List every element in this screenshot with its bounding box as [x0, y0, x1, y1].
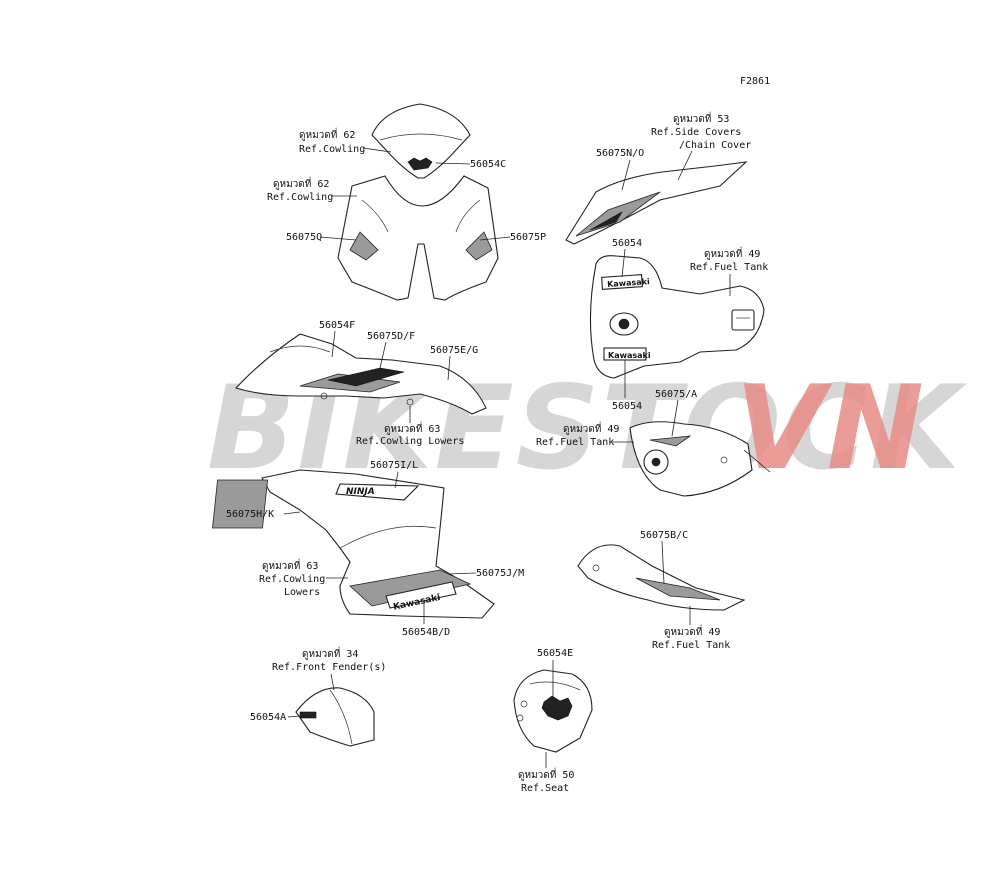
- ref-seat-50-line2: Ref.Seat: [521, 783, 569, 794]
- label-56075P: 56075P: [510, 232, 546, 243]
- upper-cowl-decal-text: NINJA: [346, 487, 375, 497]
- ref-seat-50-line1: ดูหมวดที่ 50: [518, 767, 574, 781]
- label-56075Q: 56075Q: [286, 232, 322, 243]
- label-56054C: 56054C: [470, 159, 506, 170]
- watermark-accent: VN: [735, 361, 926, 496]
- side-cover-part[interactable]: [565, 161, 748, 245]
- tank-side-panel-part[interactable]: [577, 544, 746, 611]
- label-56075E-G: 56075E/G: [430, 345, 478, 356]
- label-56054-bottom: 56054: [612, 401, 642, 412]
- ref-side-covers-53-line1: ดูหมวดที่ 53: [673, 111, 729, 125]
- label-56054-top: 56054: [612, 238, 642, 249]
- label-56075N-O: 56075N/O: [596, 148, 644, 159]
- ref-fuel-tank-49-b-line1: ดูหมวดที่ 49: [563, 421, 619, 435]
- lower-cowl-part[interactable]: NINJA Kawasaki: [212, 469, 495, 619]
- ref-cowling-lowers-63-a-line1: ดูหมวดที่ 63: [384, 421, 440, 435]
- ref-fuel-tank-49-a-line1: ดูหมวดที่ 49: [704, 246, 760, 260]
- tank-side-cover-part[interactable]: [629, 421, 771, 497]
- ref-fuel-tank-49-c-line1: ดูหมวดที่ 49: [664, 624, 720, 638]
- upper-cowl-part[interactable]: [337, 175, 499, 301]
- label-56075D-F: 56075D/F: [367, 331, 415, 342]
- ref-cowling-lowers-63-a-line2: Ref.Cowling Lowers: [356, 436, 464, 447]
- ref-fuel-tank-49-a-line2: Ref.Fuel Tank: [690, 262, 768, 273]
- label-56075B-C: 56075B/C: [640, 530, 688, 541]
- label-56054F: 56054F: [319, 320, 355, 331]
- ref-cowling-lowers-63-b-line1: ดูหมวดที่ 63: [262, 558, 318, 572]
- tank-decal-top-text: Kawasaki: [607, 277, 650, 289]
- label-56075J-M: 56075J/M: [476, 568, 524, 579]
- fuel-tank-part[interactable]: Kawasaki Kawasaki: [589, 255, 765, 379]
- ref-cowling-lowers-63-b-line3: Lowers: [284, 587, 320, 598]
- ref-front-fender-34-line2: Ref.Front Fender(s): [272, 662, 386, 673]
- ref-cowling-62-a-line1: ดูหมวดที่ 62: [299, 127, 355, 141]
- ref-front-fender-34-line1: ดูหมวดที่ 34: [302, 646, 358, 660]
- front-fender-part[interactable]: [295, 687, 375, 747]
- ref-cowling-62-a-line2: Ref.Cowling: [299, 144, 365, 155]
- tank-decal-bottom-text: Kawasaki: [608, 351, 651, 360]
- middle-fairing-part[interactable]: [235, 333, 487, 415]
- ref-cowling-lowers-63-b-line2: Ref.Cowling: [259, 574, 325, 585]
- label-56075A: 56075/A: [655, 389, 697, 400]
- ref-cowling-62-b-line1: ดูหมวดที่ 62: [273, 176, 329, 190]
- ref-fuel-tank-49-c-line2: Ref.Fuel Tank: [652, 640, 730, 651]
- label-56075H-K: 56075H/K: [226, 509, 274, 520]
- label-56054B-D: 56054B/D: [402, 627, 450, 638]
- windscreen-part[interactable]: [371, 103, 471, 179]
- label-56054A: 56054A: [250, 712, 286, 723]
- figure-code: F2861: [740, 76, 770, 87]
- label-56054E: 56054E: [537, 648, 573, 659]
- ref-cowling-62-b-line2: Ref.Cowling: [267, 192, 333, 203]
- ref-side-covers-53-line3: /Chain Cover: [679, 140, 751, 151]
- ref-side-covers-53-line2: Ref.Side Covers: [651, 127, 741, 138]
- label-56075I-L: 56075I/L: [370, 460, 418, 471]
- seat-cowl-part[interactable]: [513, 669, 593, 753]
- ref-fuel-tank-49-b-line2: Ref.Fuel Tank: [536, 437, 614, 448]
